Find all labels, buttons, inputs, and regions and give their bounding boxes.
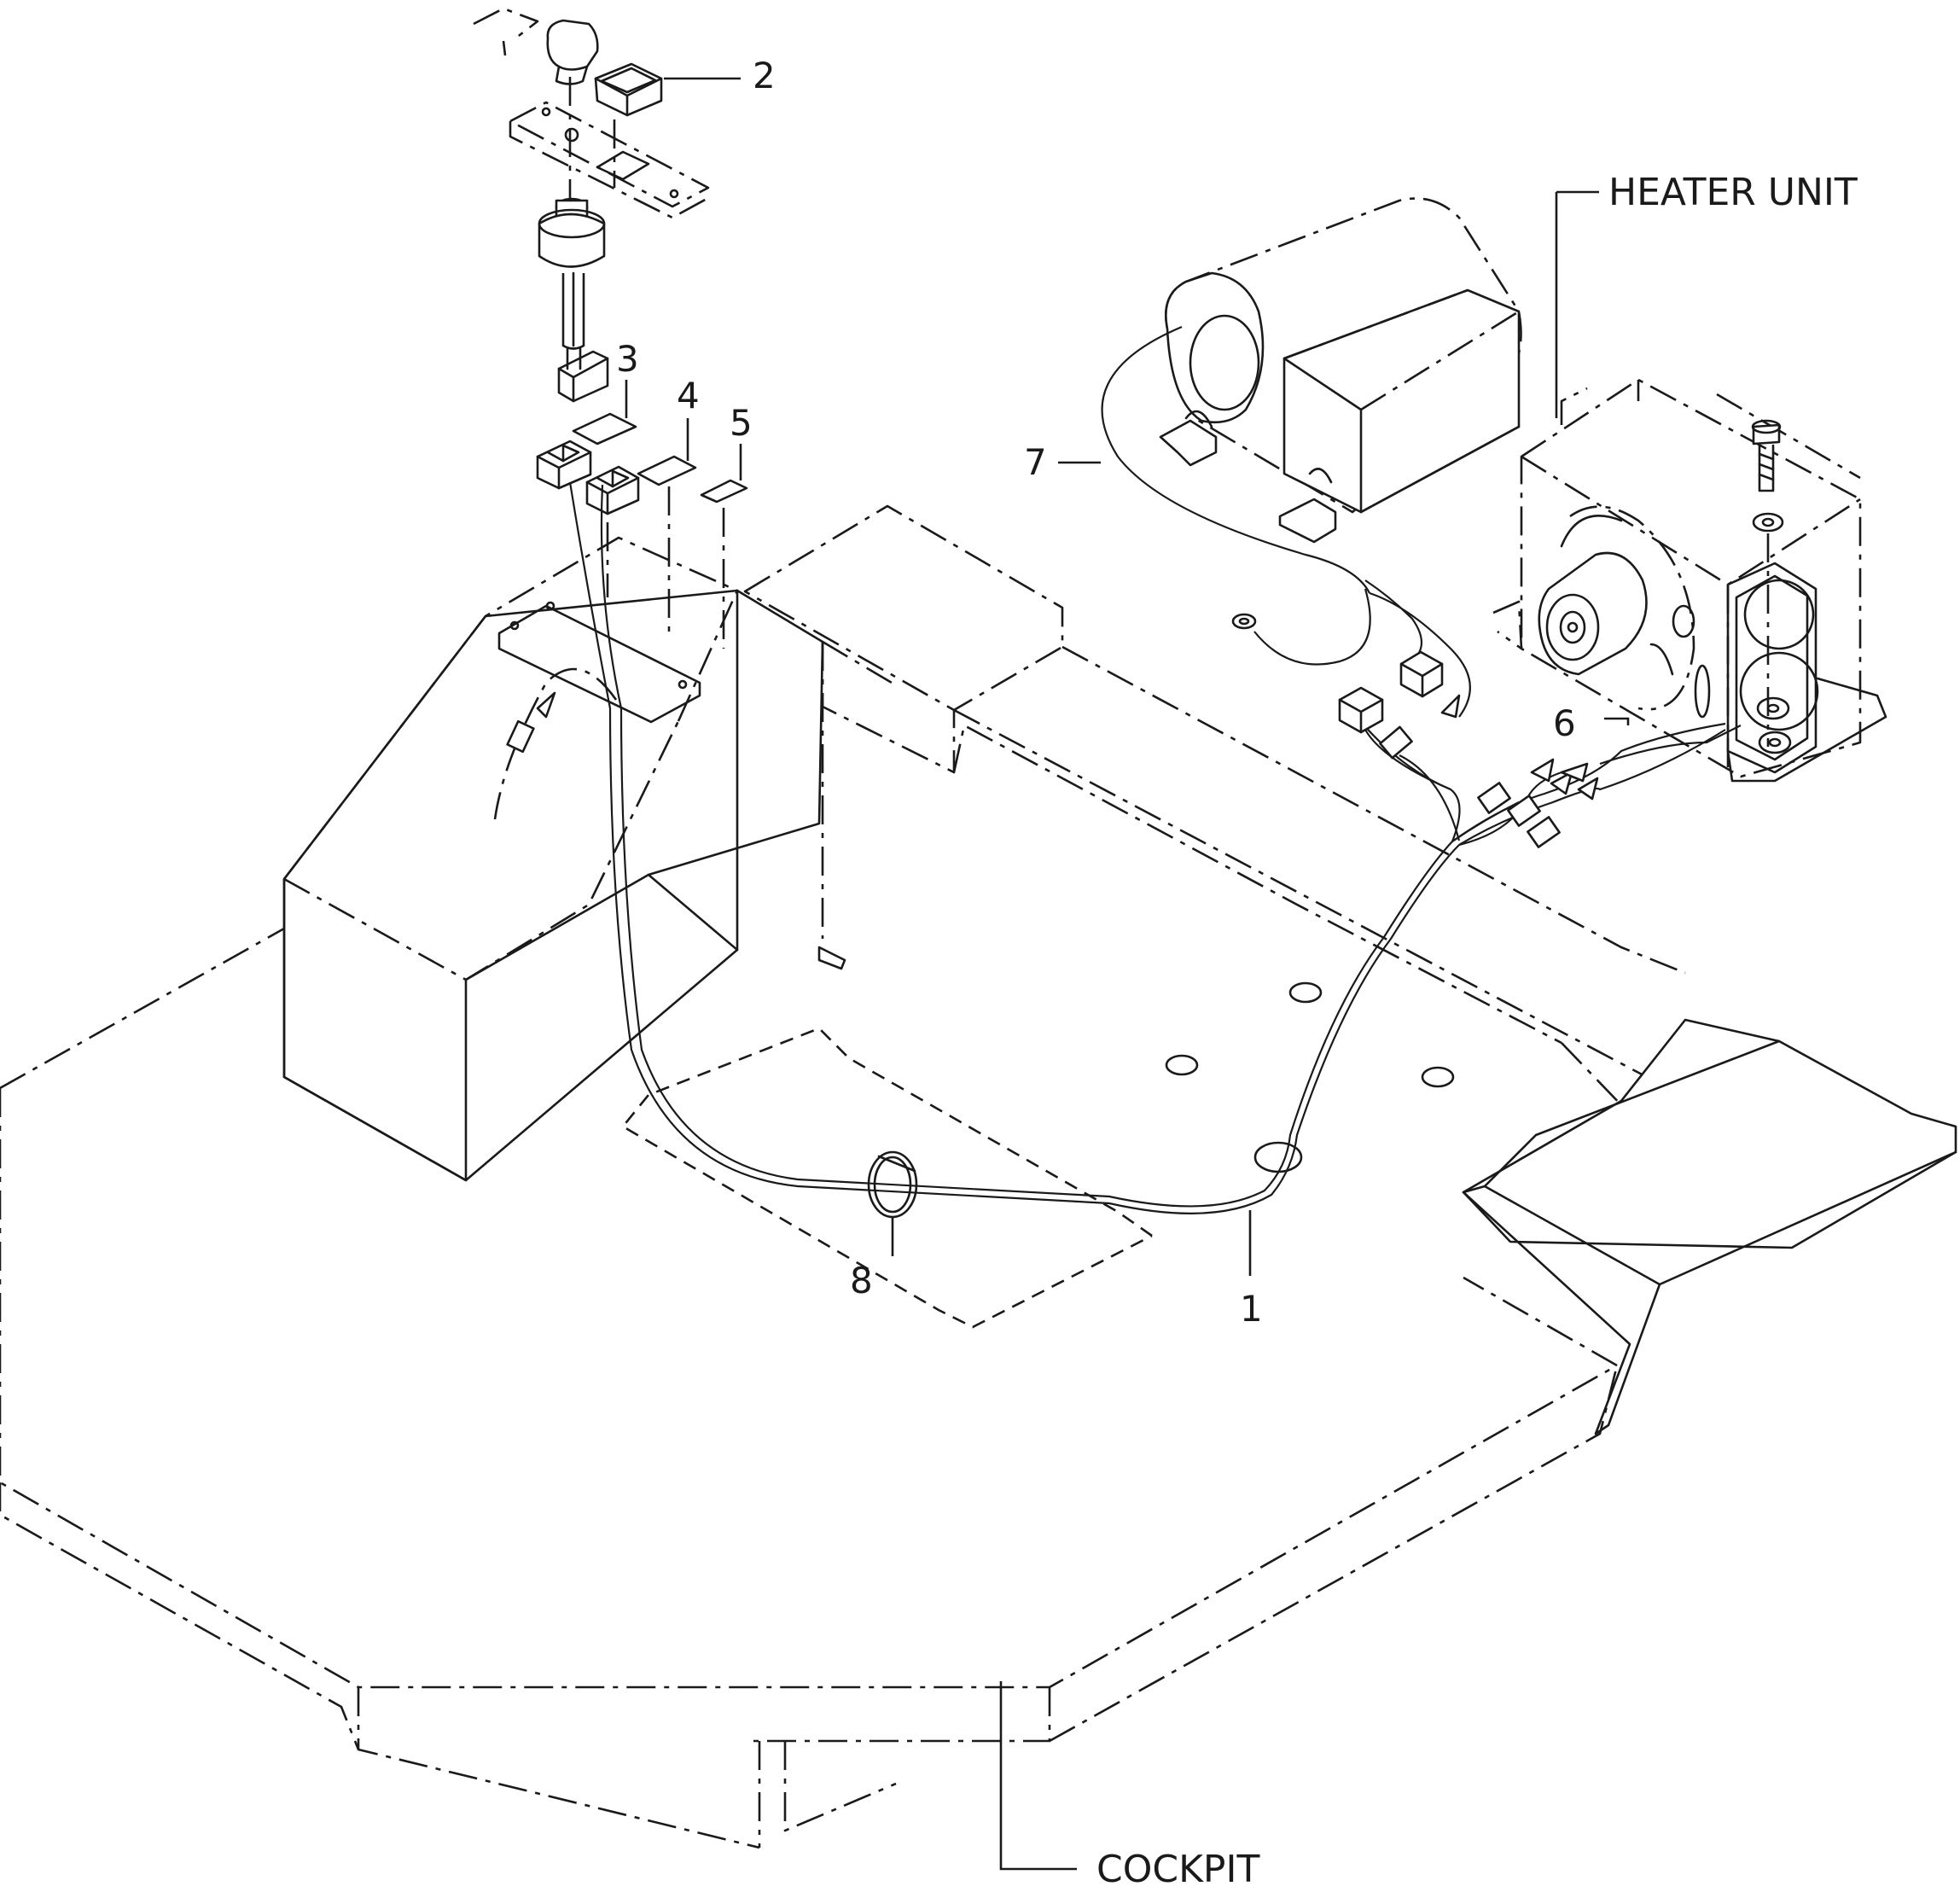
callout-1: 1 <box>1240 1288 1263 1330</box>
cockpit-floor <box>0 927 1619 1849</box>
callout-3: 3 <box>616 338 639 380</box>
callout-2: 2 <box>753 55 776 96</box>
wire-harness <box>493 325 1742 1219</box>
blower-assembly <box>1159 197 1522 544</box>
callout-7: 7 <box>1024 441 1047 483</box>
right-armrest <box>1462 1018 1957 1435</box>
callout-8: 8 <box>850 1260 873 1301</box>
heater-unit-label: HEATER UNIT <box>1608 171 1858 214</box>
callout-6: 6 <box>1553 702 1576 744</box>
cockpit-label: COCKPIT <box>1096 1848 1259 1891</box>
switch-assembly <box>473 7 748 649</box>
heater-unit <box>1492 378 1887 783</box>
control-console <box>282 536 846 1182</box>
callout-labels: 2 3 4 5 6 7 8 1 HEATER UNIT COCKPIT <box>616 55 1858 1891</box>
callout-4: 4 <box>677 375 700 416</box>
cockpit-rails <box>743 504 1733 1124</box>
leader-lines <box>625 77 1630 1871</box>
callout-5: 5 <box>730 402 753 444</box>
seat-cushion <box>621 1027 1153 1329</box>
